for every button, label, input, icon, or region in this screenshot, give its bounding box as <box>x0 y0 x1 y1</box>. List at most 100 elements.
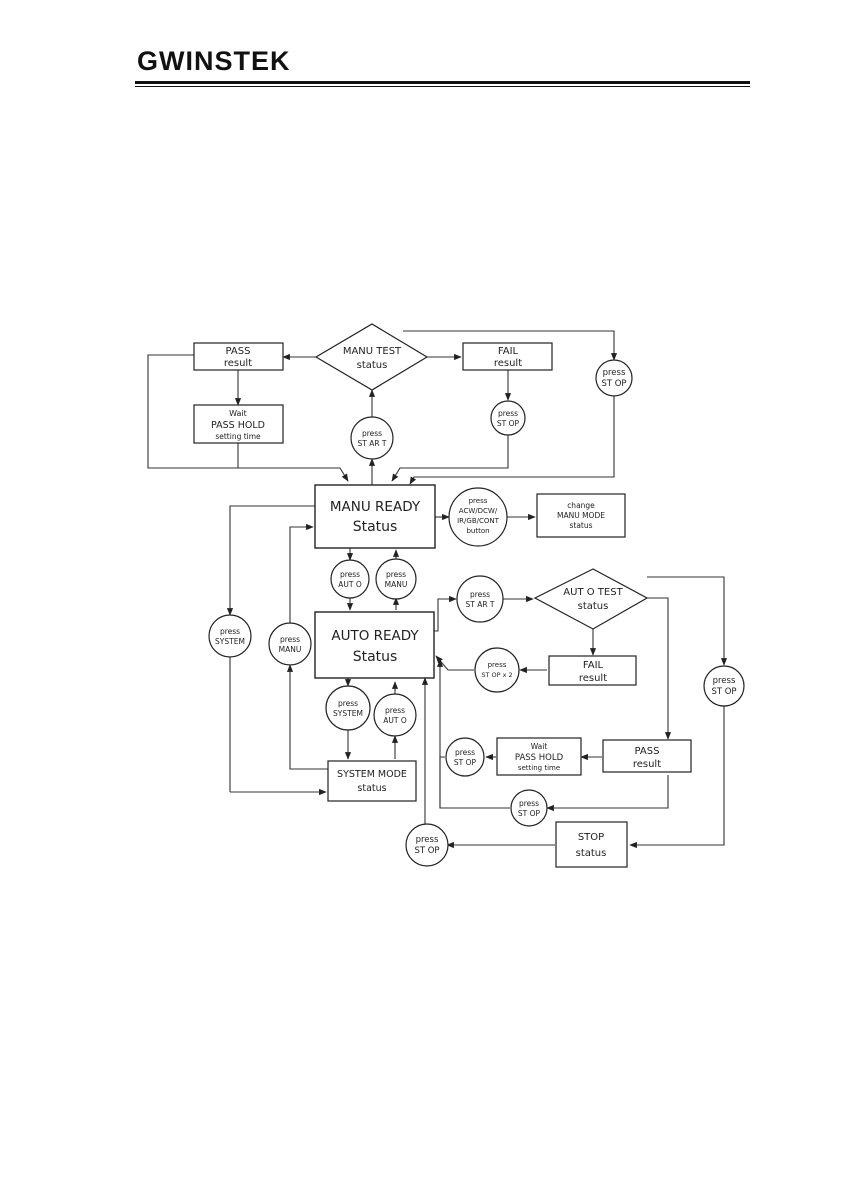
press-stop-fail-top-label-1: press <box>498 409 518 418</box>
arrow-ready-to-system-left <box>226 505 315 616</box>
auto-ready-label-2: Status <box>353 649 398 665</box>
press-auto-2-label-1: press <box>385 706 405 715</box>
press-stop-wait-label-1: press <box>455 748 475 757</box>
pass-result-auto-label-1: PASS <box>635 746 660 757</box>
arrow-auto-test-to-stop-far <box>647 576 728 666</box>
press-stop-bottom-mid-label-2: ST OP <box>518 809 541 818</box>
press-auto-2-label-2: AUT O <box>383 716 407 725</box>
press-stop-right-top-node <box>595 359 633 397</box>
manu-ready-box <box>314 484 436 549</box>
wait-hold-top-label-1: Wait <box>229 409 247 418</box>
connector-lines <box>147 330 728 849</box>
press-manu-1-node <box>375 558 417 600</box>
press-stop-bottom-left-label-2: ST OP <box>414 846 439 856</box>
press-stop-fail-top-node <box>490 400 526 436</box>
press-auto-1-node <box>330 559 370 599</box>
auto-ready-box <box>314 611 435 679</box>
press-stop-wait-label-2: ST OP <box>454 758 477 767</box>
fail-result-top-label-1: FAIL <box>498 346 519 357</box>
press-start-auto-label-2: ST AR T <box>465 600 494 609</box>
press-system-2-label-2: SYSTEM <box>333 709 363 718</box>
arrow-manu-test-to-stop <box>403 330 618 361</box>
press-stop-x2-label-1: press <box>488 661 507 669</box>
system-mode-label-2: status <box>357 783 386 794</box>
press-acw-node <box>448 487 508 547</box>
change-manu-mode-label-2: MANU MODE <box>557 511 605 520</box>
header-rule-thin <box>135 86 750 87</box>
stop-status-label-2: status <box>576 848 607 859</box>
press-auto-1-label-1: press <box>340 570 360 579</box>
system-mode-box <box>327 760 417 802</box>
auto-test-decision <box>533 568 649 630</box>
pass-result-top-label-1: PASS <box>226 346 251 357</box>
fail-result-top-box <box>462 342 553 371</box>
manu-test-label-2: status <box>357 360 388 371</box>
press-stop-x2-label-2: ST OP x 2 <box>481 671 512 679</box>
press-system-left-node <box>208 614 252 658</box>
arrow-auto-ready-to-start <box>434 595 457 632</box>
fail-result-auto-box <box>548 655 637 686</box>
press-stop-bottom-mid-node <box>510 789 548 827</box>
press-stop-x2-node <box>474 647 520 693</box>
press-stop-fail-top-label-2: ST OP <box>497 419 520 428</box>
press-stop-bottom-left-label-1: press <box>416 835 439 845</box>
pass-result-auto-box <box>602 739 692 773</box>
manu-test-label-1: MANU TEST <box>343 346 402 357</box>
press-stop-wait-node <box>445 737 485 777</box>
press-manu-left-node <box>268 622 312 666</box>
press-start-top-node <box>350 416 394 460</box>
wait-hold-auto-label-2: PASS HOLD <box>515 753 564 763</box>
wait-hold-auto-box <box>496 737 582 776</box>
pass-result-top-label-2: result <box>224 358 252 369</box>
change-manu-mode-label-3: status <box>569 521 592 530</box>
arrow-manu-left-to-ready <box>289 523 314 624</box>
system-mode-label-1: SYSTEM MODE <box>337 769 407 780</box>
change-manu-mode-box <box>536 493 626 538</box>
fail-result-top-label-2: result <box>494 358 522 369</box>
press-stop-right-top-label-2: ST OP <box>601 379 626 389</box>
manu-ready-label-2: Status <box>353 519 398 535</box>
manu-ready-label-1: MANU READY <box>330 499 421 515</box>
press-stop-right-top-label-1: press <box>603 368 626 378</box>
arrow-pass-to-ready <box>147 354 349 482</box>
change-manu-mode-label-1: change <box>567 501 595 510</box>
press-acw-label-1: press <box>469 497 488 505</box>
auto-ready-label-1: AUTO READY <box>331 628 419 644</box>
pass-result-top-box <box>193 342 284 371</box>
wait-hold-top-label-3: setting time <box>215 432 261 441</box>
press-manu-left-label-1: press <box>280 635 300 644</box>
pass-result-auto-label-2: result <box>633 759 661 770</box>
stop-status-box <box>555 821 628 868</box>
arrow-stop-to-ready <box>409 393 615 485</box>
press-start-auto-node <box>456 575 504 623</box>
fail-result-auto-label-1: FAIL <box>583 660 604 671</box>
press-start-auto-label-1: press <box>470 590 490 599</box>
press-stop-bottom-left-node <box>405 823 449 867</box>
wait-hold-top-label-2: PASS HOLD <box>211 420 265 431</box>
press-start-top-label-1: press <box>362 429 382 438</box>
auto-test-label-1: AUT O TEST <box>563 587 623 598</box>
press-acw-label-3: IR/GB/CONT <box>457 517 500 525</box>
press-stop-bottom-mid-label-1: press <box>519 799 539 808</box>
press-system-left-label-2: SYSTEM <box>215 637 245 646</box>
press-stop-far-right-label-1: press <box>713 676 736 686</box>
fail-result-auto-label-2: result <box>579 673 607 684</box>
wait-hold-auto-label-1: Wait <box>531 742 548 751</box>
arrow-auto-test-to-pass <box>634 597 672 740</box>
press-manu-1-label-2: MANU <box>385 580 408 589</box>
press-manu-1-label-1: press <box>386 570 406 579</box>
flow-labels: MANU TEST status PASS result FAIL result… <box>211 346 737 859</box>
arrow-stop-far-to-stop-status <box>629 706 725 849</box>
arrow-stop-x2-to-auto-ready <box>435 655 474 671</box>
arrow-system-mode-to-manu-left <box>286 664 328 770</box>
press-stop-far-right-label-2: ST OP <box>711 687 736 697</box>
wait-hold-top-box <box>193 404 284 444</box>
arrow-fail-stop-to-ready <box>391 433 509 482</box>
stop-status-label-1: STOP <box>578 832 604 843</box>
press-system-2-label-1: press <box>338 699 358 708</box>
press-auto-2-node <box>373 693 417 737</box>
page-header: GWINSTEK <box>0 0 842 100</box>
flow-shapes <box>193 323 745 868</box>
press-start-top-label-2: ST AR T <box>357 439 386 448</box>
